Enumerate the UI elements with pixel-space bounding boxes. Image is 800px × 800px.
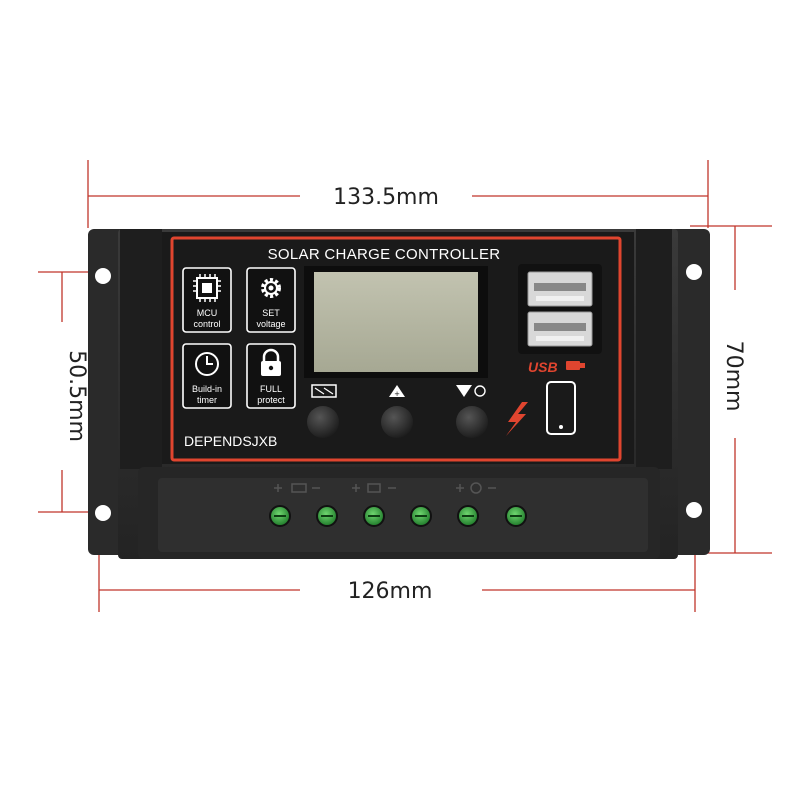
- mount-hole: [686, 502, 702, 518]
- down-arrow-icon: [456, 385, 486, 397]
- terminal-symbols: [274, 482, 496, 494]
- up-button[interactable]: [381, 406, 413, 438]
- menu-button-icon: [311, 384, 337, 398]
- feature-set-voltage: SET voltage: [246, 267, 296, 333]
- terminals: [269, 505, 527, 527]
- feature-line2: protect: [257, 395, 285, 405]
- feature-line2: timer: [197, 395, 217, 405]
- width-mount-label: 126mm: [348, 579, 433, 604]
- feature-build-in-timer: Build-in timer: [182, 343, 232, 409]
- lightning-icon: [506, 402, 528, 436]
- lock-icon: [261, 348, 281, 376]
- dimension-left: 50.5mm: [38, 271, 110, 513]
- down-button[interactable]: [456, 406, 488, 438]
- front-panel: SOLAR CHARGE CONTROLLER MCU control SET …: [162, 232, 634, 464]
- panel-title: SOLAR CHARGE CONTROLLER: [268, 246, 501, 263]
- svg-text:+: +: [394, 390, 400, 398]
- dimension-right: 70mm: [690, 225, 772, 554]
- right-flange: [668, 229, 710, 555]
- menu-button[interactable]: [307, 406, 339, 438]
- feature-mcu-control: MCU control: [182, 267, 232, 333]
- mount-hole: [686, 264, 702, 280]
- lcd-screen: [314, 272, 478, 372]
- chip-icon: [193, 274, 221, 302]
- feature-line1: SET: [262, 308, 280, 318]
- feature-line1: Build-in: [192, 384, 222, 394]
- feature-line1: FULL: [260, 384, 282, 394]
- brand-label: DEPENDSJXB: [184, 433, 277, 449]
- panel-border: [170, 236, 622, 462]
- dimension-top: 133.5mm: [87, 160, 709, 228]
- mount-hole: [95, 268, 111, 284]
- feature-line1: MCU: [197, 308, 218, 318]
- mount-hole: [95, 505, 111, 521]
- height-total-label: 70mm: [721, 341, 746, 412]
- feature-line2: voltage: [256, 319, 285, 329]
- feature-line2: control: [193, 319, 220, 329]
- clock-icon: [195, 352, 219, 376]
- usb-label: USB: [528, 359, 558, 375]
- gear-icon: [261, 278, 281, 298]
- usb-logo: USB: [528, 359, 585, 375]
- feature-full-protect: FULL protect: [246, 343, 296, 409]
- height-mount-label: 50.5mm: [64, 350, 89, 442]
- phone-icon: [546, 381, 576, 435]
- width-total-label: 133.5mm: [333, 185, 439, 210]
- up-arrow-icon: +: [389, 385, 405, 398]
- usb-ports: [518, 264, 602, 354]
